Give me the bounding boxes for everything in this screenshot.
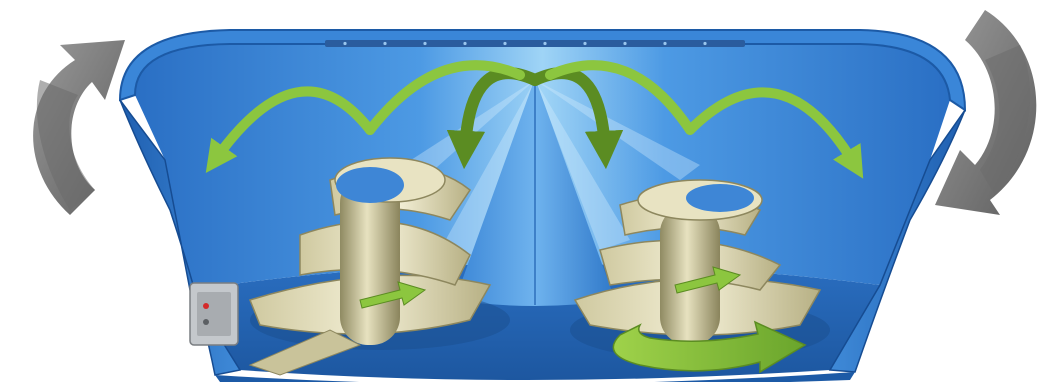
top-hatch-strip	[325, 40, 745, 47]
right-rotation-arrow-icon	[935, 10, 1036, 215]
left-rotation-arrow-icon	[33, 40, 125, 215]
control-box	[190, 283, 238, 345]
